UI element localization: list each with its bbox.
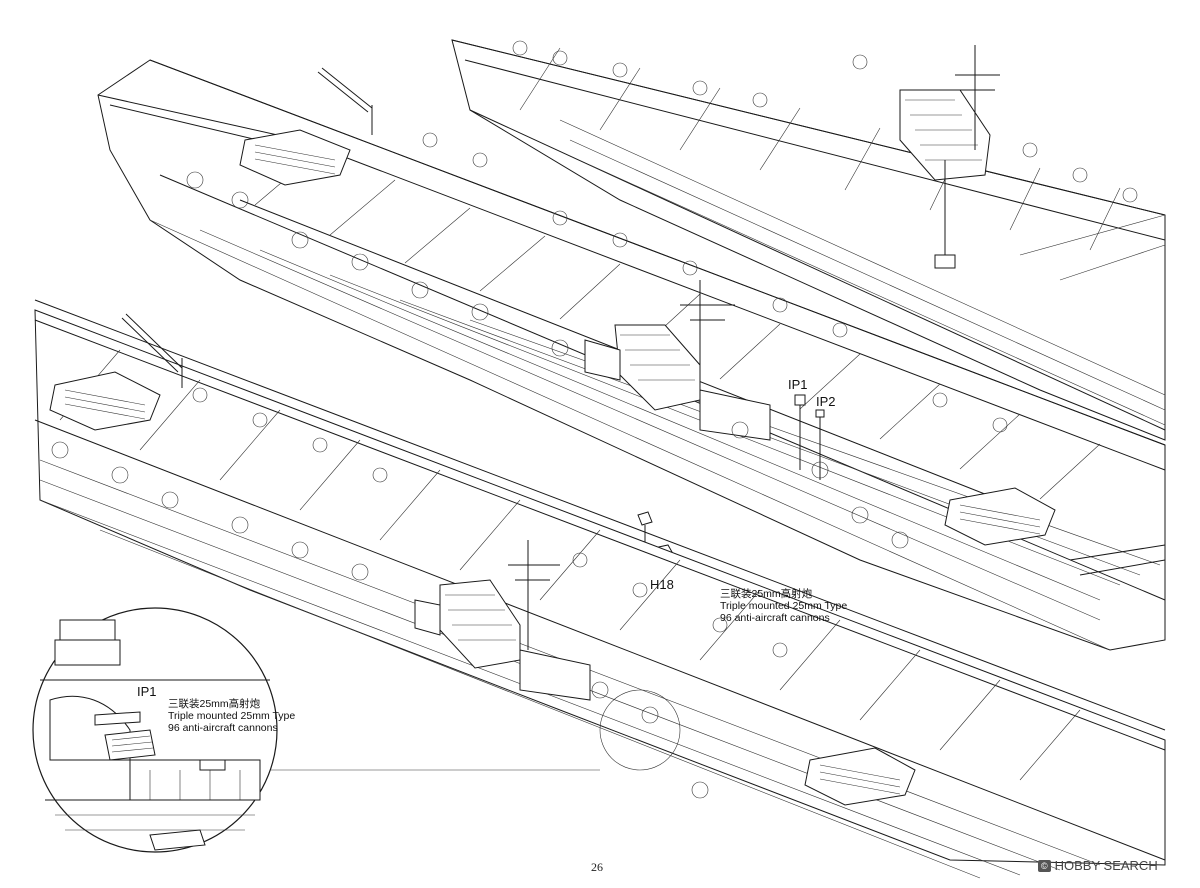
label-ip2: IP2: [816, 394, 836, 409]
note-line-english-1: Triple mounted 25mm Type: [720, 600, 848, 613]
ship-middle: [97, 59, 1166, 651]
detail-label-ip1: IP1: [137, 684, 157, 699]
ship-bottom: [34, 299, 1166, 879]
detail-magnifier: [32, 607, 278, 853]
label-ip1: IP1: [788, 377, 808, 392]
watermark: © HOBBY SEARCH: [1038, 858, 1158, 873]
detail-note-aa-cannons: 三联装25mm高射炮 Triple mounted 25mm Type 96 a…: [168, 698, 295, 734]
ship-top-right: [451, 39, 1166, 441]
detail-note-line-chinese: 三联装25mm高射炮: [168, 698, 261, 710]
note-line-chinese: 三联装25mm高射炮: [720, 588, 813, 600]
watermark-badge: ©: [1038, 859, 1051, 872]
detail-note-line-english-1: Triple mounted 25mm Type: [168, 710, 296, 723]
detail-note-line-english-2: 96 anti-aircraft cannons: [168, 722, 278, 735]
label-h18: H18: [650, 577, 674, 592]
note-line-english-2: 96 anti-aircraft cannons: [720, 612, 830, 625]
watermark-text: HOBBY SEARCH: [1054, 858, 1158, 873]
note-aa-cannons: 三联装25mm高射炮 Triple mounted 25mm Type 96 a…: [720, 588, 847, 624]
page-number: 26: [591, 860, 603, 874]
